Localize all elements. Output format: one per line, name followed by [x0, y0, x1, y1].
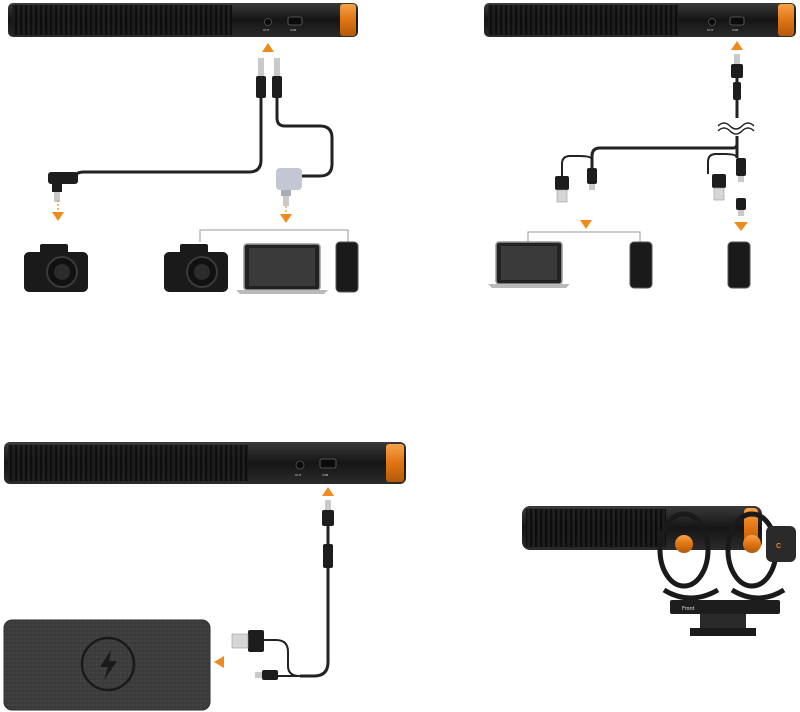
- mount-front-label: Front: [682, 606, 695, 612]
- usb-port-label: USB: [290, 28, 296, 32]
- device-group-bracket: [527, 231, 641, 242]
- arrow-up-icon: [731, 41, 743, 50]
- orange-ring: [340, 4, 356, 36]
- power-bank: [3, 619, 211, 711]
- usb-port-label: USB: [732, 28, 738, 32]
- arrow-down-icon: [580, 220, 592, 229]
- camera-icon: [164, 244, 228, 292]
- trs-plug-left: [256, 58, 266, 98]
- lightning-icon: [80, 636, 136, 692]
- arrow-down-icon: [280, 214, 292, 223]
- laptop-icon: [488, 241, 570, 288]
- usb-port: [729, 16, 745, 26]
- panel-analog-output: OUT USB: [8, 3, 359, 294]
- arrow-up-icon: [322, 487, 334, 496]
- out-port-label: OUT: [295, 473, 302, 477]
- usb-c-plug: [255, 670, 278, 680]
- lightning-adapter: [736, 198, 746, 216]
- cable-to-camera: [72, 98, 263, 181]
- cable-to-computer: [590, 136, 739, 168]
- usb-c-plug: [322, 500, 334, 526]
- out-port-label: OUT: [263, 28, 270, 32]
- shock-mount: C: [657, 511, 796, 601]
- arrow-down-icon: [734, 222, 748, 231]
- ferrite-bead: [323, 544, 333, 568]
- microphone-body: OUT USB: [4, 442, 406, 484]
- cold-shoe-mount: Front: [670, 600, 780, 636]
- ferrite-bead: [733, 82, 741, 100]
- usb-c-plug: [587, 168, 597, 190]
- cable-break-mark: [717, 122, 755, 130]
- arrow-down-icon: [52, 212, 64, 221]
- out-port-label: OUT: [707, 28, 714, 32]
- panel-charging: OUT USB: [3, 442, 406, 711]
- phone-icon: [727, 241, 751, 289]
- orange-ring: [778, 4, 794, 36]
- trs-plug-right: [272, 58, 282, 98]
- usb-c-plug: [731, 54, 743, 78]
- phone-icon: [335, 241, 359, 293]
- out-port: [295, 460, 305, 470]
- usb-port: [287, 16, 303, 26]
- out-port: [708, 18, 716, 26]
- microphone-body: OUT USB: [484, 3, 796, 37]
- orange-ring: [386, 444, 404, 482]
- right-angle-jack-camera: [48, 172, 78, 202]
- arrow-left-icon: [214, 656, 224, 668]
- panel-shock-mount: C Front: [522, 506, 796, 636]
- usb-a-plug: [231, 630, 264, 652]
- microphone-body: [522, 506, 762, 550]
- right-angle-adapter: [276, 168, 302, 206]
- phone-icon: [629, 241, 653, 289]
- usb-port: [319, 458, 337, 469]
- cable-to-adapter: [275, 98, 334, 178]
- cable-to-charger: [300, 526, 330, 678]
- out-port: [264, 18, 272, 26]
- usb-a-plug: [555, 176, 569, 203]
- usb-port-label: USB: [322, 473, 328, 477]
- device-group-bracket: [199, 229, 349, 242]
- usb-c-plug: [736, 158, 746, 182]
- panel-usb-output: OUT USB: [484, 3, 796, 289]
- arrow-up-icon: [262, 43, 274, 52]
- brand-logo: C: [776, 543, 781, 550]
- usb-a-plug: [712, 174, 726, 201]
- camera-icon: [24, 244, 88, 292]
- laptop-icon: [236, 243, 328, 294]
- microphone-body: OUT USB: [8, 3, 358, 37]
